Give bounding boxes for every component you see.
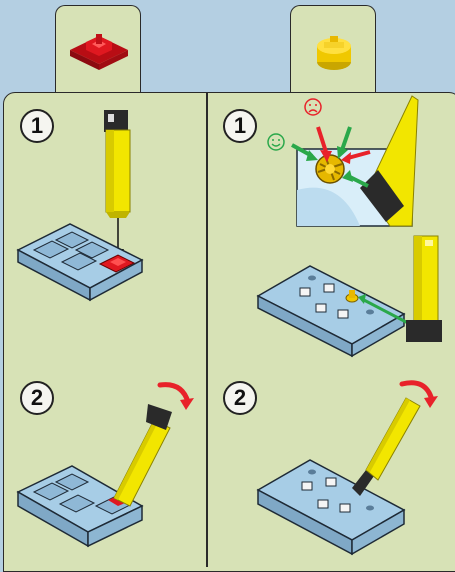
- rotate-arrow-right: [402, 383, 432, 400]
- left-step2-rod: [114, 404, 172, 506]
- happy-face-icon: [268, 134, 284, 150]
- zoom-callout: [297, 96, 418, 226]
- sad-face-icon: [305, 99, 321, 115]
- right-step2-rod: [352, 398, 420, 496]
- rotate-arrow-left: [160, 385, 188, 402]
- left-step1-plate: [18, 224, 142, 300]
- left-step1-rod: [104, 110, 130, 218]
- left-step2-plate: [18, 466, 142, 546]
- right-step1-rod: [406, 236, 442, 342]
- right-step2-plate: [258, 460, 404, 554]
